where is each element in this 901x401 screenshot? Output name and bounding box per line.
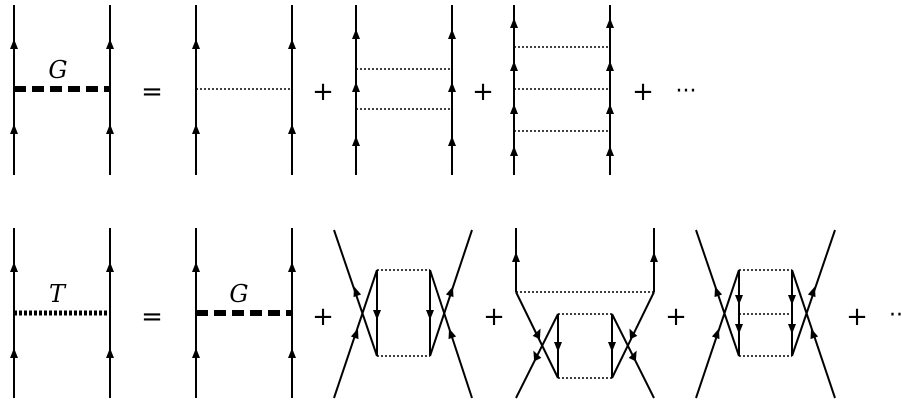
up-arrow-icon <box>510 104 518 114</box>
plus-sign: + <box>312 302 334 332</box>
up-arrow-icon <box>106 39 114 49</box>
up-arrow-icon <box>288 348 296 358</box>
g-vertex-diagram-rhs: G <box>192 228 296 398</box>
up-arrow-icon <box>288 262 296 272</box>
up-arrow-icon <box>512 252 520 262</box>
crossed-box-three-rungs-diagram <box>695 229 836 399</box>
plus-sign: + <box>312 77 334 107</box>
up-arrow-icon <box>510 18 518 28</box>
down-arrow-icon <box>426 310 434 320</box>
down-arrow-icon <box>373 310 381 320</box>
ladder-crossed-box-diagram <box>512 228 658 399</box>
up-arrow-icon <box>192 348 200 358</box>
up-arrow-icon <box>711 327 723 340</box>
up-arrow-icon <box>606 146 614 156</box>
down-arrow-icon <box>608 342 616 352</box>
ellipsis: ·· <box>889 303 901 328</box>
g-equation: G = + + <box>10 5 696 175</box>
up-arrow-icon <box>106 262 114 272</box>
up-arrow-icon <box>352 136 360 146</box>
g-label: G <box>48 56 67 84</box>
up-arrow-icon <box>510 61 518 71</box>
up-arrow-icon <box>448 29 456 39</box>
plus-sign: + <box>632 77 654 107</box>
up-arrow-icon <box>606 18 614 28</box>
up-arrow-icon <box>448 82 456 92</box>
equals-sign: = <box>141 77 163 107</box>
plus-sign: + <box>472 77 494 107</box>
ladder-two-rungs <box>352 5 456 175</box>
down-arrow-icon <box>788 295 796 305</box>
down-arrow-icon <box>788 324 796 334</box>
up-arrow-icon <box>192 39 200 49</box>
up-arrow-icon <box>445 285 457 298</box>
up-arrow-icon <box>650 252 658 262</box>
down-arrow-icon <box>735 324 743 334</box>
plus-sign: + <box>483 302 505 332</box>
up-arrow-icon <box>350 285 362 298</box>
up-arrow-icon <box>352 29 360 39</box>
up-arrow-icon <box>352 82 360 92</box>
crossed-box-diagram <box>333 229 473 399</box>
down-arrow-icon <box>554 342 562 352</box>
up-arrow-icon <box>288 124 296 134</box>
up-arrow-icon <box>807 285 819 298</box>
up-arrow-icon <box>448 136 456 146</box>
g-label: G <box>229 280 248 308</box>
up-arrow-icon <box>192 124 200 134</box>
ellipsis: ··· <box>676 79 697 104</box>
plus-sign: + <box>665 302 687 332</box>
up-arrow-icon <box>606 61 614 71</box>
t-label: T <box>49 280 67 308</box>
equals-sign: = <box>141 302 163 332</box>
up-arrow-icon <box>606 104 614 114</box>
down-arrow-icon <box>735 295 743 305</box>
up-arrow-icon <box>192 262 200 272</box>
plus-sign: + <box>846 302 868 332</box>
up-arrow-icon <box>10 262 18 272</box>
up-arrow-icon <box>10 348 18 358</box>
up-arrow-icon <box>106 124 114 134</box>
up-arrow-icon <box>10 124 18 134</box>
t-equation: T = G + <box>10 228 901 399</box>
ladder-one-rung <box>192 5 296 175</box>
up-arrow-icon <box>510 146 518 156</box>
g-vertex-diagram: G <box>10 5 114 175</box>
up-arrow-icon <box>711 285 723 298</box>
up-arrow-icon <box>106 348 114 358</box>
up-arrow-icon <box>445 327 457 340</box>
up-arrow-icon <box>10 39 18 49</box>
t-vertex-diagram: T <box>10 228 114 398</box>
up-arrow-icon <box>288 39 296 49</box>
ladder-three-rungs <box>510 5 614 175</box>
